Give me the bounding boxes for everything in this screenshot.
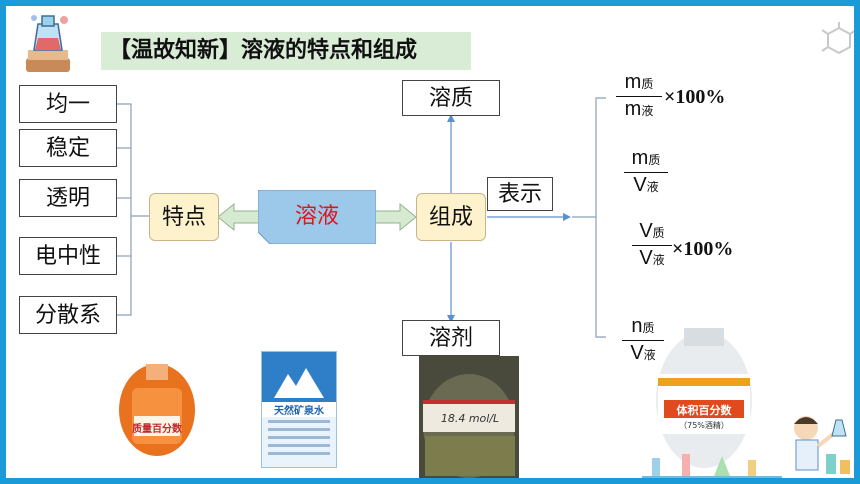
lab-flask-icon [26,15,70,72]
solvent-box: 溶剂 [402,320,500,356]
center-node-solution: 溶液 [294,204,339,229]
formula-1-suffix: ×100% [664,86,726,108]
formula-mass-concentration: m质 V液 [624,146,668,199]
acid-bottle-label: 18.4 mol/L [440,412,500,425]
alcohol-sublabel: （75%酒精） [679,421,729,430]
mineral-water-label: 天然矿泉水 [262,402,336,417]
property-transparent: 透明 [19,179,117,217]
formula-molar-concentration: n质 V液 [622,314,664,367]
property-dispersion: 分散系 [19,296,117,334]
formula-volume-fraction: V质 V液 [632,219,672,272]
lab-ware-icon [642,454,782,478]
acid-bottle-photo: 18.4 mol/L [419,356,519,478]
mass-percent-label: 质量百分数 [132,424,182,435]
alcohol-label: 体积百分数 [676,404,732,417]
center-node-shape [258,190,376,244]
property-uniform: 均一 [19,85,117,123]
property-stable: 稳定 [19,129,117,167]
mass-percent-bottle-photo: 质量百分数 [116,358,198,458]
solute-box: 溶质 [402,80,500,116]
express-box: 表示 [487,177,553,211]
molecule-icon [821,22,854,55]
features-node: 特点 [149,193,219,241]
formula-mass-fraction: m质 m液 [616,70,662,123]
scientist-cartoon-icon [794,416,850,474]
page-title: 【温故知新】溶液的特点和组成 [101,32,471,70]
mineral-water-photo: 天然矿泉水 [261,351,337,468]
formula-3-suffix: ×100% [672,238,734,260]
composition-node: 组成 [416,193,486,241]
property-neutral: 电中性 [19,237,117,275]
connector-lines [117,97,606,338]
alcohol-bottle-photo: 体积百分数 （75%酒精） [654,328,754,470]
